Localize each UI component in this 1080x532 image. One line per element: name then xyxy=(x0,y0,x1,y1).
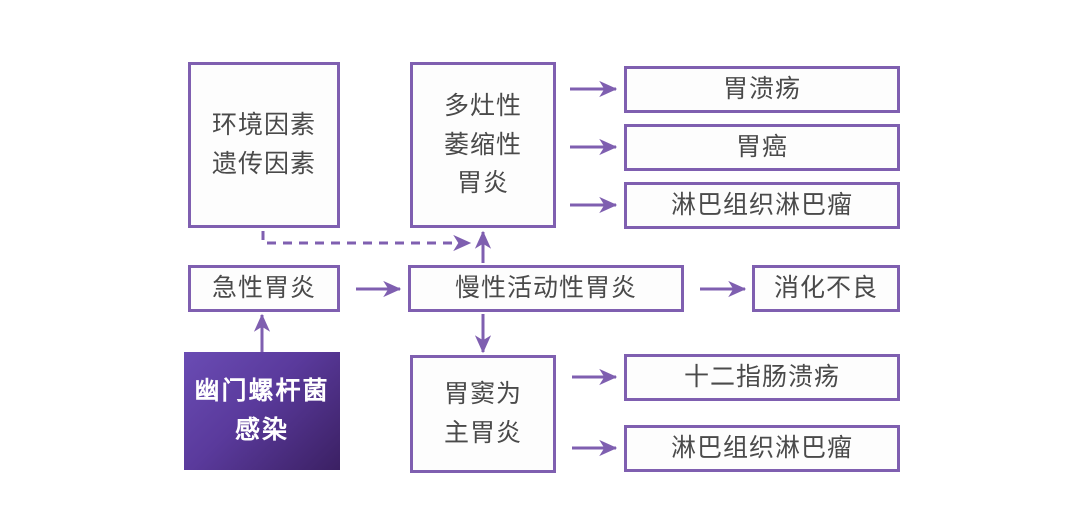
node-label: 胃癌 xyxy=(735,133,788,162)
node-line-1: 幽门螺杆菌 xyxy=(194,377,330,406)
node-line-1: 胃窦为 xyxy=(443,380,522,409)
node-label: 淋巴组织淋巴瘤 xyxy=(670,434,853,463)
node-acute-gastritis[interactable]: 急性胃炎 xyxy=(188,265,340,312)
node-malt-lymphoma-top[interactable]: 淋巴组织淋巴瘤 xyxy=(624,182,900,229)
node-gastric-cancer[interactable]: 胃癌 xyxy=(624,124,900,171)
node-antral-predominant-gastritis[interactable]: 胃窦为 主胃炎 xyxy=(410,355,556,473)
node-chronic-active-gastritis[interactable]: 慢性活动性胃炎 xyxy=(408,265,684,312)
node-line-2: 遗传因素 xyxy=(211,150,316,178)
node-dyspepsia[interactable]: 消化不良 xyxy=(752,265,900,312)
node-hpylori-infection[interactable]: 幽门螺杆菌 感染 xyxy=(184,352,340,470)
node-label: 急性胃炎 xyxy=(211,274,316,303)
node-line-1: 环境因素 xyxy=(211,111,316,140)
node-duodenal-ulcer[interactable]: 十二指肠溃疡 xyxy=(624,354,900,401)
node-line-2: 主胃炎 xyxy=(443,419,522,447)
node-line-3: 胃炎 xyxy=(456,169,509,198)
node-line-2: 感染 xyxy=(234,416,289,444)
node-multifocal-atrophic-gastritis[interactable]: 多灶性 萎缩性 胃炎 xyxy=(410,62,556,228)
node-label: 消化不良 xyxy=(773,274,878,303)
node-environmental-genetic-factors[interactable]: 环境因素 遗传因素 xyxy=(188,62,340,228)
node-label: 十二指肠溃疡 xyxy=(683,363,840,392)
node-label: 胃溃疡 xyxy=(722,75,801,104)
edge-environment-to-atrophic xyxy=(261,231,472,252)
node-label: 淋巴组织淋巴瘤 xyxy=(670,191,853,220)
node-line-1: 多灶性 xyxy=(443,91,522,120)
node-line-2: 萎缩性 xyxy=(443,130,522,159)
node-label: 慢性活动性胃炎 xyxy=(454,274,637,303)
node-malt-lymphoma-bottom[interactable]: 淋巴组织淋巴瘤 xyxy=(624,425,900,472)
node-gastric-ulcer[interactable]: 胃溃疡 xyxy=(624,66,900,113)
